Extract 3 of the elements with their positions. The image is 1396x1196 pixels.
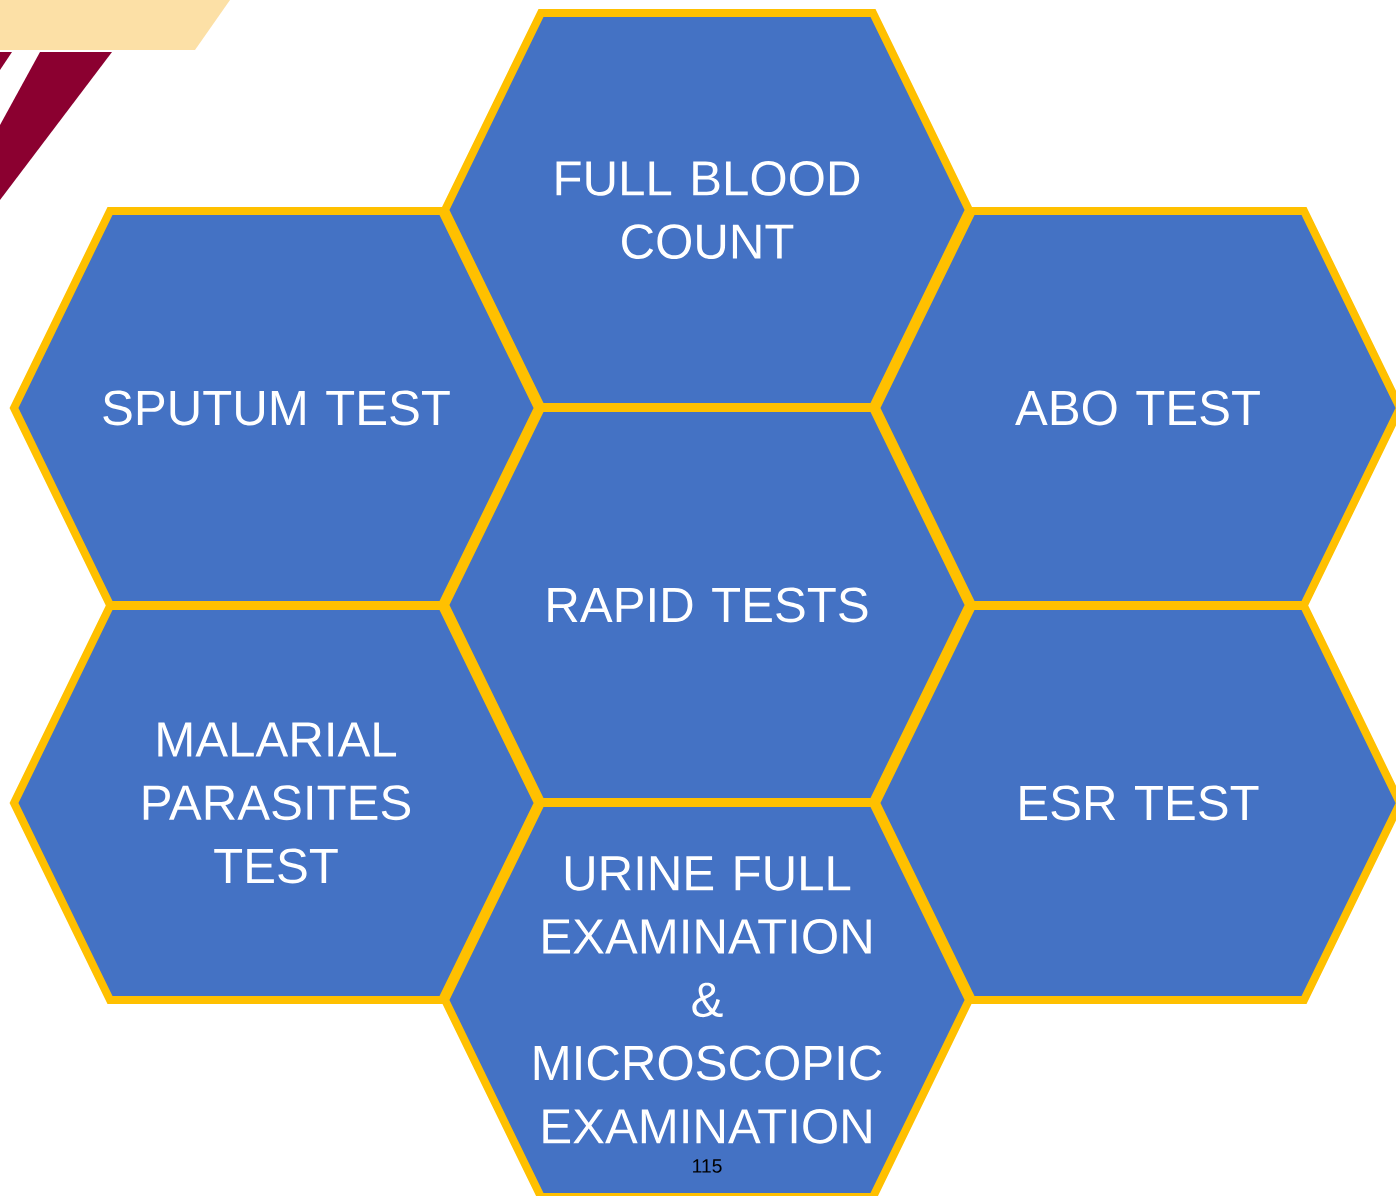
page-number: 115 [693,1159,722,1173]
node-label: ABO TEST [1015,390,1260,426]
node-label: ESR TEST [1020,785,1259,821]
